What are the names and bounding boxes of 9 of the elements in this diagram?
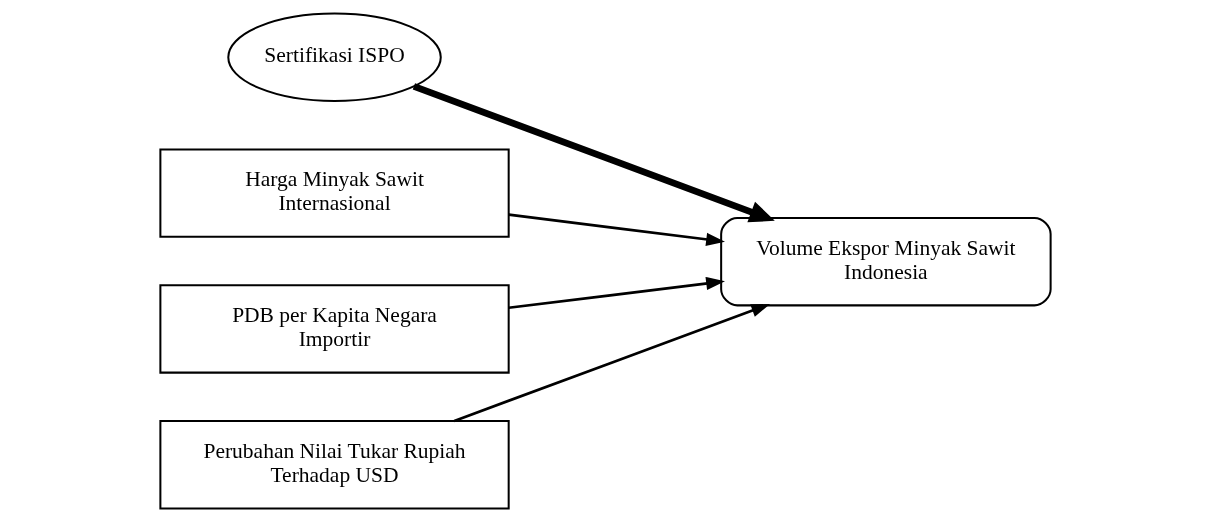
node-box: Harga Minyak Sawit Internasional [158,148,510,238]
node-box: Perubahan Nilai Tukar Rupiah Terhadap USD [158,420,510,510]
arrow [412,83,775,223]
node-ellipse: Sertifikasi ISPO [226,12,442,102]
node-box: PDB per Kapita Negara Importir [158,284,510,374]
arrow [453,304,770,423]
arrow [508,276,725,310]
arrow [508,213,725,246]
node-box: Volume Ekspor Minyak Sawit Indonesia [719,216,1052,307]
